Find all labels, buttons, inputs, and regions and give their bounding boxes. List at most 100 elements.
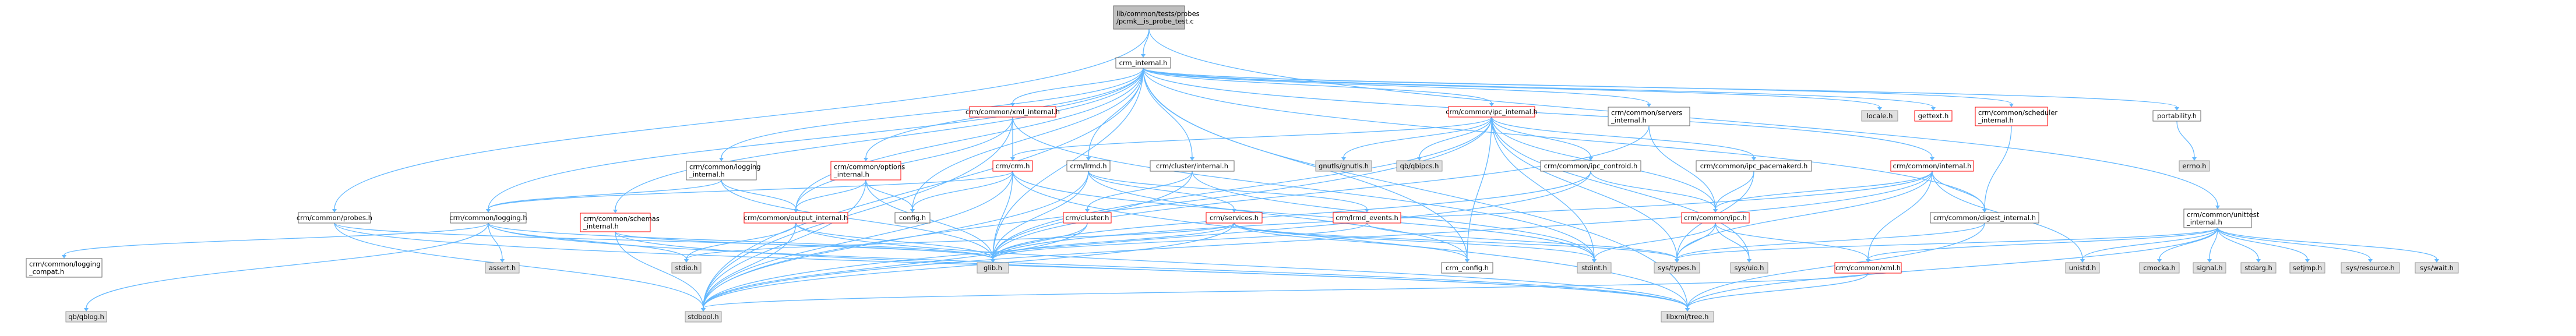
node-crm-config-h[interactable]: crm_config.h	[1441, 262, 1493, 274]
node-crm-common-ipc-pacemakerd-h[interactable]: crm/common/ipc_pacemakerd.h	[1696, 160, 1812, 172]
node-portability-h[interactable]: portability.h	[2152, 110, 2201, 122]
node-label: crm/lrmd_events.h	[1335, 214, 1398, 222]
edge-schemas_internal-to-stdbool	[615, 231, 704, 309]
edge-arrowhead	[1465, 259, 1470, 263]
edge-lrmd_events-to-sys_types	[1366, 222, 1678, 260]
node-crm-common-probes-h[interactable]: crm/common/probes.h	[297, 212, 372, 224]
edge-logging-to-assert	[488, 222, 503, 260]
node-config-h[interactable]: config.h	[894, 212, 931, 224]
edge-common_internal-to-digest_internal	[1932, 171, 1985, 210]
node-box	[2179, 160, 2210, 172]
edge-services-to-crm_config	[1234, 222, 1468, 260]
edge-arrowhead	[794, 209, 798, 213]
edge-arrowhead	[910, 209, 915, 213]
node-crm-common-options-internal-h[interactable]: crm/common/options_internal.h	[830, 161, 905, 181]
node-label: crm/common/options	[834, 163, 905, 171]
edge-cluster_internal-to-cluster_h	[1087, 171, 1193, 210]
node-gettext-h[interactable]: gettext.h	[1914, 110, 1953, 122]
edge-lrmd_events-to-glib	[992, 222, 1368, 260]
node-label: stdbool.h	[688, 313, 718, 321]
node-crm-common-ipc-controld-h[interactable]: crm/common/ipc_controld.h	[1540, 160, 1641, 172]
edge-arrowhead	[2256, 259, 2261, 263]
node-crm-common-ipc-internal-h[interactable]: crm/common/ipc_internal.h	[1446, 106, 1538, 118]
node-crm-common-logging-compat-h[interactable]: crm/common/logging_compat.h	[26, 258, 103, 278]
edge-layer	[62, 29, 2439, 312]
node-crm-common-xml-h[interactable]: crm/common/xml.h	[1834, 262, 1902, 274]
node-label: _internal.h	[2186, 218, 2222, 227]
edge-arrowhead	[684, 259, 689, 263]
edge-unittest_internal-to-sys_types	[1676, 227, 2218, 260]
edge-ipc_h-to-sys_types	[1676, 222, 1716, 260]
edge-ipc_internal-to-gnutls	[1343, 116, 1492, 158]
edge-arrowhead	[1685, 308, 1690, 312]
node-label: unistd.h	[2069, 264, 2096, 272]
node-label: _internal.h	[833, 171, 869, 179]
node-box	[1333, 212, 1401, 224]
node-crm-lrmd-events-h[interactable]: crm/lrmd_events.h	[1333, 212, 1401, 224]
node-crm-crm-h[interactable]: crm/crm.h	[992, 160, 1033, 172]
edge-arrowhead	[1647, 104, 1651, 107]
edge-crm_internal-to-servers_internal	[1143, 68, 1650, 104]
edge-common_internal-to-sys_types	[1676, 171, 1933, 260]
edge-cluster_h-to-stdbool	[703, 222, 1088, 309]
node-crm-common-schemas-internal-h[interactable]: crm/common/schemas_internal.h	[580, 213, 660, 232]
edge-arrowhead	[1085, 209, 1090, 213]
edge-arrowhead	[2080, 259, 2085, 263]
node-crm-common-logging-internal-h[interactable]: crm/common/logging_internal.h	[686, 161, 761, 181]
node-label: crm/lrmd.h	[1070, 162, 1106, 170]
edge-arrowhead	[2009, 104, 2014, 107]
node-label: _internal.h	[689, 171, 725, 179]
edge-xml_internal-to-output_internal	[795, 116, 1013, 210]
node-label: glib.h	[984, 264, 1002, 272]
node-box	[2183, 208, 2252, 228]
node-crm-common-unittest-internal-h[interactable]: crm/common/unittest_internal.h	[2183, 208, 2260, 228]
node-sys-types-h: sys/types.h	[1654, 262, 1700, 274]
node-box	[686, 161, 757, 181]
node-box	[2289, 262, 2325, 274]
node-crm-common-servers-internal-h[interactable]: crm/common/servers_internal.h	[1608, 107, 1690, 126]
node-box	[1115, 57, 1171, 69]
edge-services-to-glib	[992, 222, 1235, 260]
node-crm-services-h[interactable]: crm/services.h	[1206, 212, 1263, 224]
node-crm-common-internal-h[interactable]: crm/common/internal.h	[1890, 160, 1974, 172]
node-crm-cluster-h[interactable]: crm/cluster.h	[1063, 212, 1112, 224]
edge-logging-to-logging_compat	[64, 222, 489, 256]
node-box	[1890, 160, 1974, 172]
edge-arrowhead	[1866, 259, 1870, 263]
node-crm-common-digest-internal-h[interactable]: crm/common/digest_internal.h	[1930, 212, 2039, 224]
node-crm-lrmd-h[interactable]: crm/lrmd.h	[1066, 160, 1111, 172]
node-crm-common-ipc-h[interactable]: crm/common/ipc.h	[1681, 212, 1750, 224]
node-label: _internal.h	[1978, 116, 2014, 125]
node-qb-qblog-h: qb/qblog.h	[65, 311, 107, 323]
node-label: crm/common/internal.h	[1893, 162, 1972, 170]
node-label: crm/common/schemas	[583, 215, 660, 223]
node-box	[1448, 106, 1535, 118]
edge-output_internal-to-stdbool	[703, 222, 797, 309]
node-crm-common-output-internal-h[interactable]: crm/common/output_internal.h	[743, 212, 848, 224]
edge-crm_h-to-libxml_tree	[1012, 171, 1688, 309]
edge-ipc_h-to-sys_uio	[1715, 222, 1750, 260]
node-crm-cluster-internal-h[interactable]: crm/cluster/internal.h	[1150, 160, 1235, 172]
node-box	[1441, 262, 1493, 274]
node-sys-wait-h: sys/wait.h	[2415, 262, 2459, 274]
node-crm-internal-h[interactable]: crm_internal.h	[1115, 57, 1171, 69]
edge-arrowhead	[1713, 209, 1718, 213]
edge-arrowhead	[991, 259, 995, 263]
edge-lrmd_h-to-lrmd_events	[1088, 171, 1368, 210]
node-crm-common-scheduler-internal-h[interactable]: crm/common/scheduler_internal.h	[1975, 107, 2057, 126]
edge-digest_internal-to-sys_types	[1676, 222, 1985, 260]
node-box	[1975, 107, 2048, 126]
node-crm-common-logging-h[interactable]: crm/common/logging.h	[449, 212, 527, 224]
node-box	[671, 262, 702, 274]
edge-unittest_internal-to-libxml_tree	[1687, 227, 2218, 309]
node-box	[1861, 110, 1898, 122]
node-crm-common-xml-internal-h[interactable]: crm/common/xml_internal.h	[965, 106, 1060, 118]
node-glib-h: glib.h	[977, 262, 1009, 274]
edge-arrowhead	[2215, 206, 2220, 209]
node-box	[2152, 110, 2201, 122]
node-box	[26, 258, 103, 278]
edge-arrowhead	[1588, 157, 1593, 161]
node-errno-h: errno.h	[2179, 160, 2210, 172]
node-box	[969, 106, 1056, 118]
